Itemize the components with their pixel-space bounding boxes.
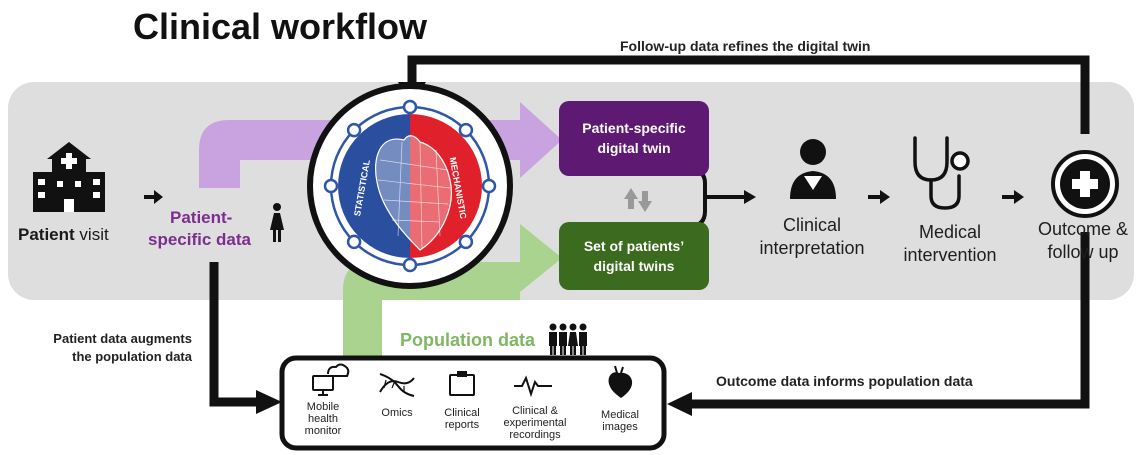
source-clinical-reports: Clinical reports — [444, 407, 480, 431]
population-data-label: Population data — [400, 330, 535, 350]
outcome-data-caption: Outcome data informs population data — [716, 373, 973, 389]
page-title: Clinical workflow — [133, 6, 428, 47]
data-sources-box — [279, 355, 667, 451]
population-twins-box: Set of patients’ digital twins — [583, 238, 685, 274]
patient-twin-box-shape — [559, 101, 709, 176]
patient-visit-label: Patient visit — [18, 225, 109, 244]
merge-arrowhead — [744, 190, 756, 204]
outcome-data-arrowhead — [667, 392, 692, 416]
heart-image-icon — [608, 365, 633, 398]
augment-arrowhead — [256, 390, 282, 414]
people-group-icon — [549, 323, 587, 355]
population-twins-box-shape — [559, 222, 709, 290]
clipboard-icon — [449, 371, 475, 396]
doctor-icon — [790, 139, 836, 199]
plus-circle-icon — [1051, 150, 1119, 218]
source-recordings: Clinical & experimental recordings — [503, 405, 567, 441]
follow-up-caption: Follow-up data refines the digital twin — [620, 38, 871, 54]
medical-intervention-label: Medical intervention — [903, 222, 997, 265]
source-omics: Omics — [381, 407, 413, 419]
digital-twin-wheel — [307, 83, 513, 289]
follow-up-loop-line — [407, 55, 1090, 134]
source-medical-images: Medical images — [601, 409, 639, 433]
hospital-icon — [33, 142, 105, 212]
person-icon — [270, 203, 284, 242]
step-arrows — [144, 190, 1024, 204]
exchange-arrows-icon — [624, 188, 652, 212]
ecg-icon — [514, 375, 552, 398]
population-data-arrow — [343, 224, 562, 358]
dna-icon — [379, 373, 415, 397]
patient-data-label: Patient- specific data — [148, 208, 251, 249]
outcome-data-line — [690, 232, 1090, 409]
patient-twin-box: Patient-specific digital twin — [582, 120, 686, 156]
augment-line — [209, 262, 258, 407]
augment-caption: Patient data augments the population dat… — [53, 331, 192, 364]
stethoscope-icon — [913, 136, 970, 210]
source-mobile-health: Mobile health monitor — [304, 401, 342, 437]
clinical-interpretation-label: Clinical interpretation — [759, 215, 865, 258]
outcome-follow-up-label: Outcome & follow up — [1037, 219, 1129, 262]
monitor-cloud-icon — [312, 363, 350, 396]
